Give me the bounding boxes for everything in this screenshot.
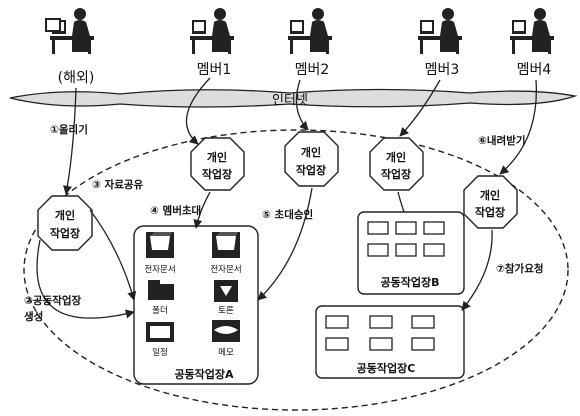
svg-text:개인: 개인 [386, 150, 406, 164]
svg-text:개인: 개인 [55, 208, 75, 222]
workspace-c-label: 공동작업장C [357, 361, 416, 375]
step5-label: ⑤ 초대승인 [262, 208, 313, 221]
step3-label: ③ 자료공유 [92, 178, 144, 191]
overseas-user: (해외) [45, 8, 94, 86]
personal-workspace-member4: 개인 작업장 [463, 175, 518, 229]
member4-label: 멤버4 [517, 62, 552, 78]
workspace-b-label: 공동작업장B [381, 275, 440, 289]
workspace-a-icon-label: 폴더 [152, 306, 168, 316]
join-request-arrow [461, 229, 493, 311]
member2-user: 멤버2 [288, 8, 332, 78]
upload-arrow [62, 87, 77, 195]
collaboration-boundary [23, 129, 569, 411]
member3-label: 멤버3 [425, 62, 460, 78]
member4-user: 멤버4 [510, 8, 554, 78]
overseas-label: (해외) [58, 70, 95, 86]
svg-text:작업장: 작업장 [381, 167, 411, 181]
member1-label: 멤버1 [197, 62, 232, 78]
svg-text:작업장: 작업장 [50, 226, 80, 240]
member3-workspace-b-link [397, 191, 405, 213]
workspace-a-icon-label: 메모 [218, 348, 234, 358]
step6-label: ⑥내려받기 [478, 134, 526, 147]
member2-label: 멤버2 [295, 62, 330, 78]
step2-label-line1: ②공동작업장 [24, 294, 82, 307]
member3-arrow [399, 79, 441, 137]
workspace-a-icon-label: 일정 [152, 347, 168, 358]
svg-text:작업장: 작업장 [202, 167, 232, 181]
member1-user: 멤버1 [190, 8, 234, 78]
workspace-a-icon-label: 전자문서 [144, 264, 175, 275]
member3-user: 멤버3 [418, 8, 462, 78]
internet-label: 인터넷 [272, 93, 308, 108]
workspace-a: 전자문서 전자문서 폴더 토론 일정 메모 공동작업장A [133, 225, 259, 385]
accept-arrow [257, 187, 313, 301]
workspace-b: 공동작업장B [357, 211, 465, 295]
personal-workspace-overseas: 개인 작업장 [37, 195, 93, 251]
invite-arrow [193, 191, 211, 229]
workspace-c: 공동작업장C [315, 305, 465, 379]
svg-text:개인: 개인 [301, 145, 321, 159]
svg-text:작업장: 작업장 [296, 163, 326, 177]
internet-cloud [9, 88, 578, 108]
member1-arrow [185, 77, 211, 145]
member2-arrow [295, 79, 309, 131]
workspace-a-label: 공동작업장A [174, 367, 234, 381]
step7-label: ⑦참가요청 [496, 262, 544, 275]
create-workspace-arrow [36, 239, 135, 319]
step1-label: ①올리기 [50, 123, 88, 136]
share-arrow [89, 209, 137, 301]
svg-text:작업장: 작업장 [475, 205, 505, 219]
step4-label: ④ 멤버초대 [150, 204, 201, 217]
personal-workspace-member2: 개인 작업장 [284, 131, 339, 187]
step2-label-line2: 생성 [24, 310, 43, 323]
personal-workspace-member1: 개인 작업장 [190, 137, 245, 191]
svg-text:개인: 개인 [207, 150, 227, 164]
personal-workspace-member3: 개인 작업장 [369, 137, 424, 191]
workspace-a-icon-label: 전자문서 [210, 264, 241, 275]
workspace-a-icon-label: 토론 [218, 306, 234, 316]
svg-text:개인: 개인 [480, 188, 500, 202]
download-arrow [499, 79, 538, 175]
